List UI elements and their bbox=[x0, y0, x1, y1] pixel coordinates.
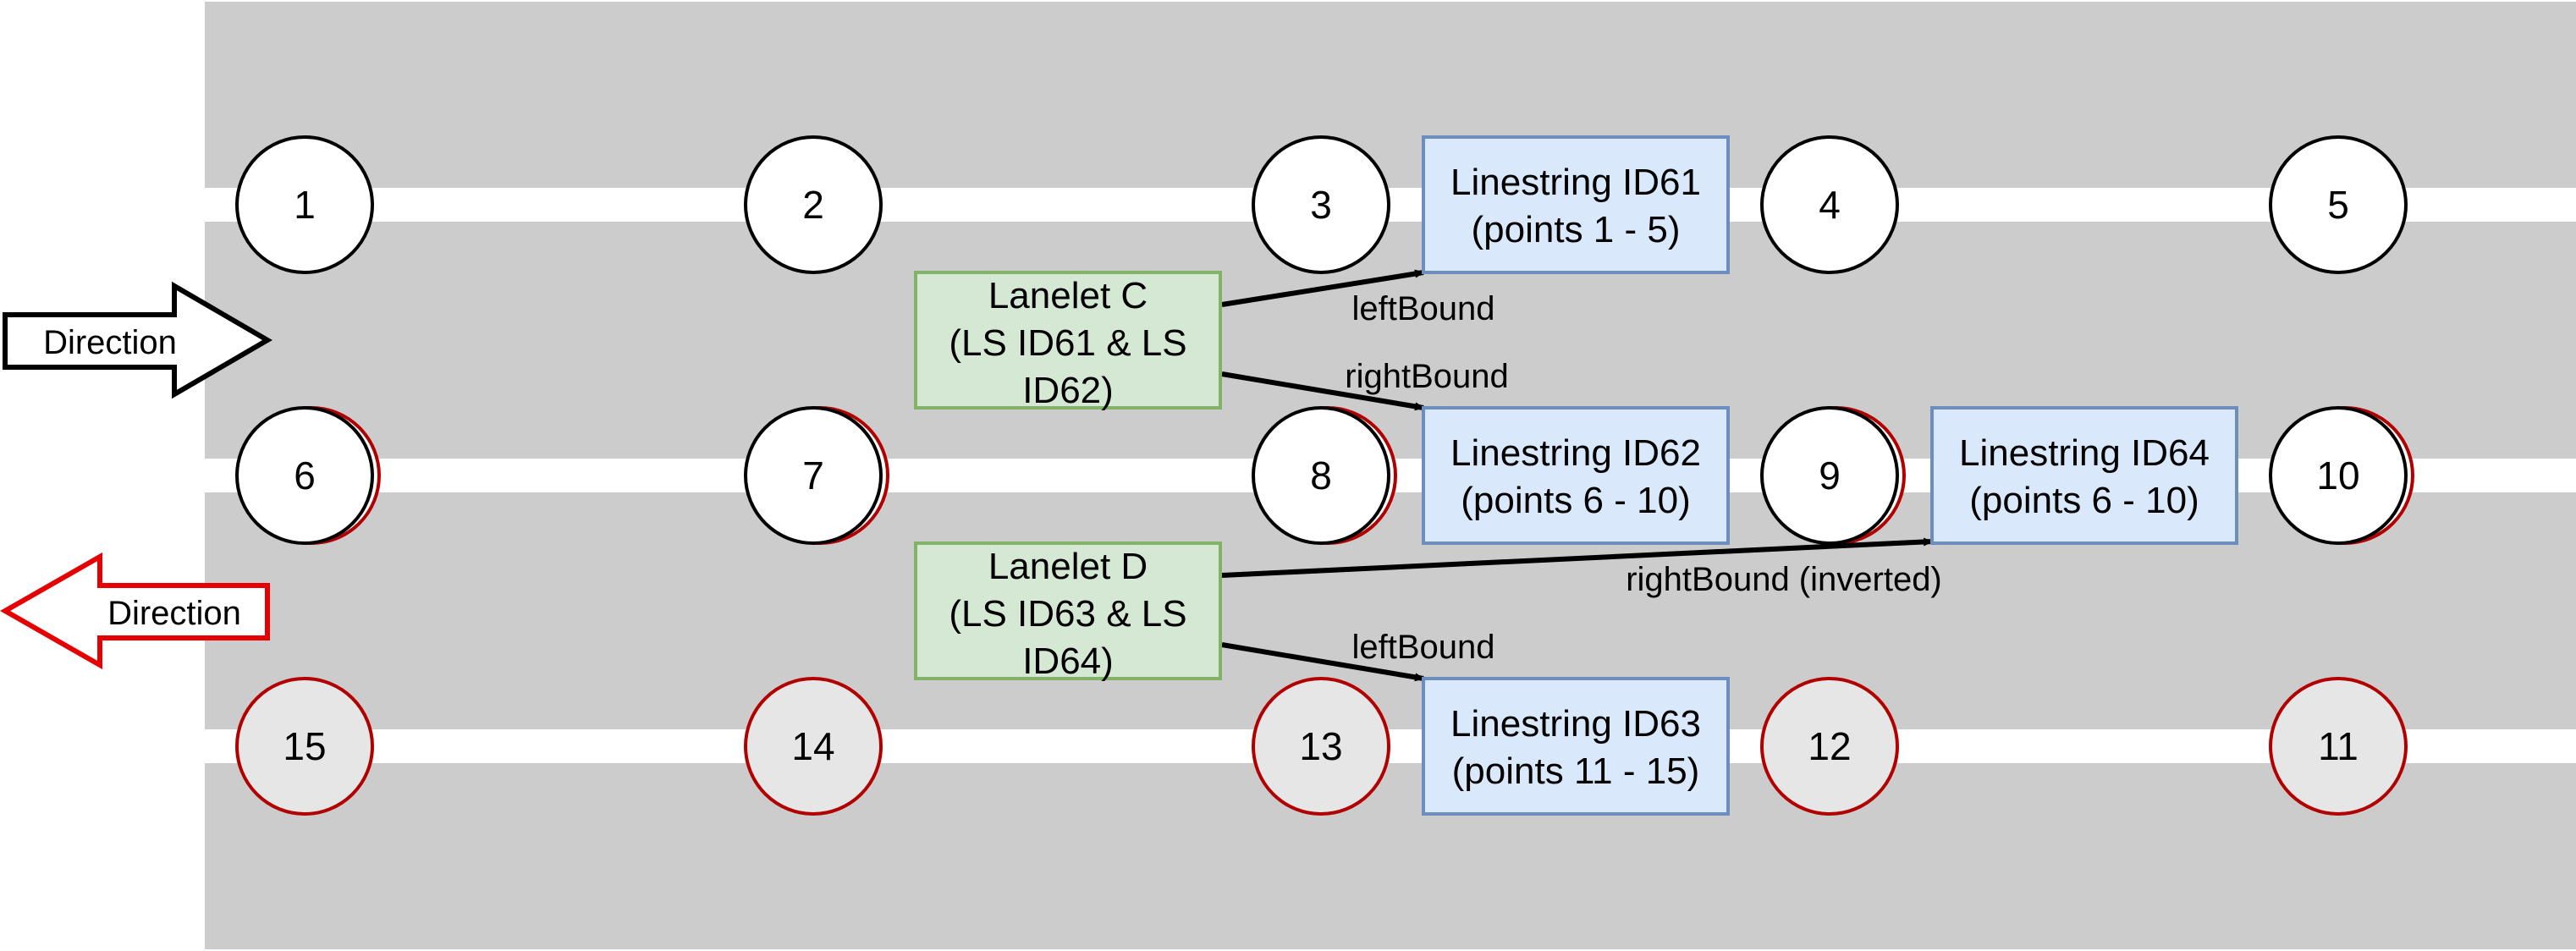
linestring-title: Linestring ID61 bbox=[1450, 162, 1701, 203]
linestring-rect bbox=[1422, 677, 1730, 816]
node-label: 12 bbox=[1808, 724, 1851, 768]
linestring-points: (points 1 - 5) bbox=[1472, 209, 1681, 250]
lanelet-text-line3: ID62) bbox=[1022, 370, 1114, 411]
node-6: 6 bbox=[235, 406, 381, 545]
linestring-points: (points 11 - 15) bbox=[1452, 750, 1700, 792]
node-circle bbox=[1760, 406, 1899, 545]
direction-arrow-backward: Direction bbox=[0, 552, 270, 670]
edge-arrow-laneletC-ls61 bbox=[1221, 269, 1425, 307]
linestring-rect bbox=[1422, 406, 1730, 545]
node-8: 8 bbox=[1252, 406, 1397, 545]
lanelet-text-line2: (LS ID63 & LS bbox=[949, 593, 1186, 635]
node-label: 10 bbox=[2316, 454, 2359, 497]
node-label: 1 bbox=[294, 183, 316, 227]
lanelet-box-laneletD: Lanelet D (LS ID63 & LS ID64) bbox=[914, 541, 1222, 682]
node-circle bbox=[1252, 135, 1390, 274]
direction-forward-label: Direction bbox=[43, 324, 177, 361]
node-label: 13 bbox=[1299, 724, 1342, 768]
node-4: 4 bbox=[1760, 135, 1899, 274]
node-label: 5 bbox=[2327, 183, 2349, 227]
node-label: 3 bbox=[1310, 183, 1332, 227]
node-circle bbox=[235, 406, 374, 545]
direction-arrow-forward: Direction bbox=[3, 281, 272, 399]
linestring-box-ls62: Linestring ID62 (points 6 - 10) bbox=[1422, 406, 1730, 545]
node-2: 2 bbox=[744, 135, 883, 274]
node-circle bbox=[744, 677, 883, 816]
linestring-title: Linestring ID63 bbox=[1450, 703, 1701, 745]
edge-label-laneletC-ls61: leftBound bbox=[1351, 290, 1494, 327]
edge-label-laneletD-ls63: leftBound bbox=[1351, 629, 1494, 666]
linestring-points: (points 6 - 10) bbox=[1969, 480, 2199, 521]
linestring-title: Linestring ID64 bbox=[1959, 432, 2210, 474]
edge-label-laneletC-ls62: rightBound bbox=[1345, 358, 1508, 395]
node-circle bbox=[2269, 406, 2408, 545]
node-15: 15 bbox=[235, 677, 374, 816]
node-circle bbox=[1252, 677, 1390, 816]
lanelet-rect bbox=[914, 541, 1222, 680]
node-1: 1 bbox=[235, 135, 374, 274]
node-circle bbox=[1760, 677, 1899, 816]
node-12: 12 bbox=[1760, 677, 1899, 816]
linestring-box-ls61: Linestring ID61 (points 1 - 5) bbox=[1422, 135, 1730, 274]
node-5: 5 bbox=[2269, 135, 2408, 274]
lanelet-text-line1: Lanelet C bbox=[988, 275, 1148, 316]
node-label: 11 bbox=[2318, 724, 2359, 768]
node-13: 13 bbox=[1252, 677, 1390, 816]
lanelet-box-laneletC: Lanelet C (LS ID61 & LS ID62) bbox=[914, 271, 1222, 411]
linestring-group: Linestring ID61(points 1 - 5)Linestring … bbox=[1422, 135, 2238, 816]
node-circle bbox=[2269, 135, 2408, 274]
node-circle bbox=[235, 677, 374, 816]
lanelet-group: Lanelet C (LS ID61 & LS ID62) Lanelet D (LS … bbox=[914, 271, 1222, 682]
node-label: 6 bbox=[294, 454, 316, 497]
node-10: 10 bbox=[2269, 406, 2414, 545]
node-11: 11 bbox=[2269, 677, 2408, 816]
node-circle bbox=[744, 135, 883, 274]
edge-arrow-laneletD-ls63 bbox=[1221, 642, 1425, 682]
linestring-box-ls64: Linestring ID64 (points 6 - 10) bbox=[1930, 406, 2238, 545]
edge-arrow-laneletD-ls64 bbox=[1221, 537, 1934, 578]
node-label: 8 bbox=[1310, 454, 1332, 497]
node-9: 9 bbox=[1760, 406, 1906, 545]
lanelet-text-line3: ID64) bbox=[1022, 640, 1114, 682]
direction-forward-shape bbox=[3, 281, 272, 399]
node-7: 7 bbox=[744, 406, 889, 545]
linestring-points: (points 6 - 10) bbox=[1461, 480, 1690, 521]
linestring-rect bbox=[1422, 135, 1730, 274]
node-circle bbox=[744, 406, 883, 545]
lanelet-text-line2: (LS ID61 & LS bbox=[949, 322, 1186, 364]
node-circle bbox=[2269, 677, 2408, 816]
linestring-title: Linestring ID62 bbox=[1450, 432, 1701, 474]
node-label: 4 bbox=[1819, 183, 1841, 227]
node-circle bbox=[1252, 406, 1390, 545]
lanelet-text-line1: Lanelet D bbox=[988, 546, 1148, 587]
edge-label-laneletD-ls64: rightBound (inverted) bbox=[1626, 561, 1942, 598]
node-3: 3 bbox=[1252, 135, 1390, 274]
direction-backward-label: Direction bbox=[107, 595, 241, 632]
node-label: 2 bbox=[802, 183, 824, 227]
node-label: 7 bbox=[802, 454, 824, 497]
edge-arrow-laneletC-ls62 bbox=[1221, 371, 1425, 411]
node-circle bbox=[1760, 135, 1899, 274]
linestring-box-ls63: Linestring ID63 (points 11 - 15) bbox=[1422, 677, 1730, 816]
node-label: 9 bbox=[1819, 454, 1841, 497]
node-label: 14 bbox=[791, 724, 834, 768]
lanelet-rect bbox=[914, 271, 1222, 410]
linestring-rect bbox=[1930, 406, 2238, 545]
direction-backward-shape bbox=[0, 552, 270, 670]
node-label: 15 bbox=[283, 724, 326, 768]
node-circle bbox=[235, 135, 374, 274]
edge-label-group: leftBound rightBound rightBound (inverted)… bbox=[1345, 290, 1942, 666]
node-14: 14 bbox=[744, 677, 883, 816]
edge-group bbox=[1221, 269, 1934, 682]
